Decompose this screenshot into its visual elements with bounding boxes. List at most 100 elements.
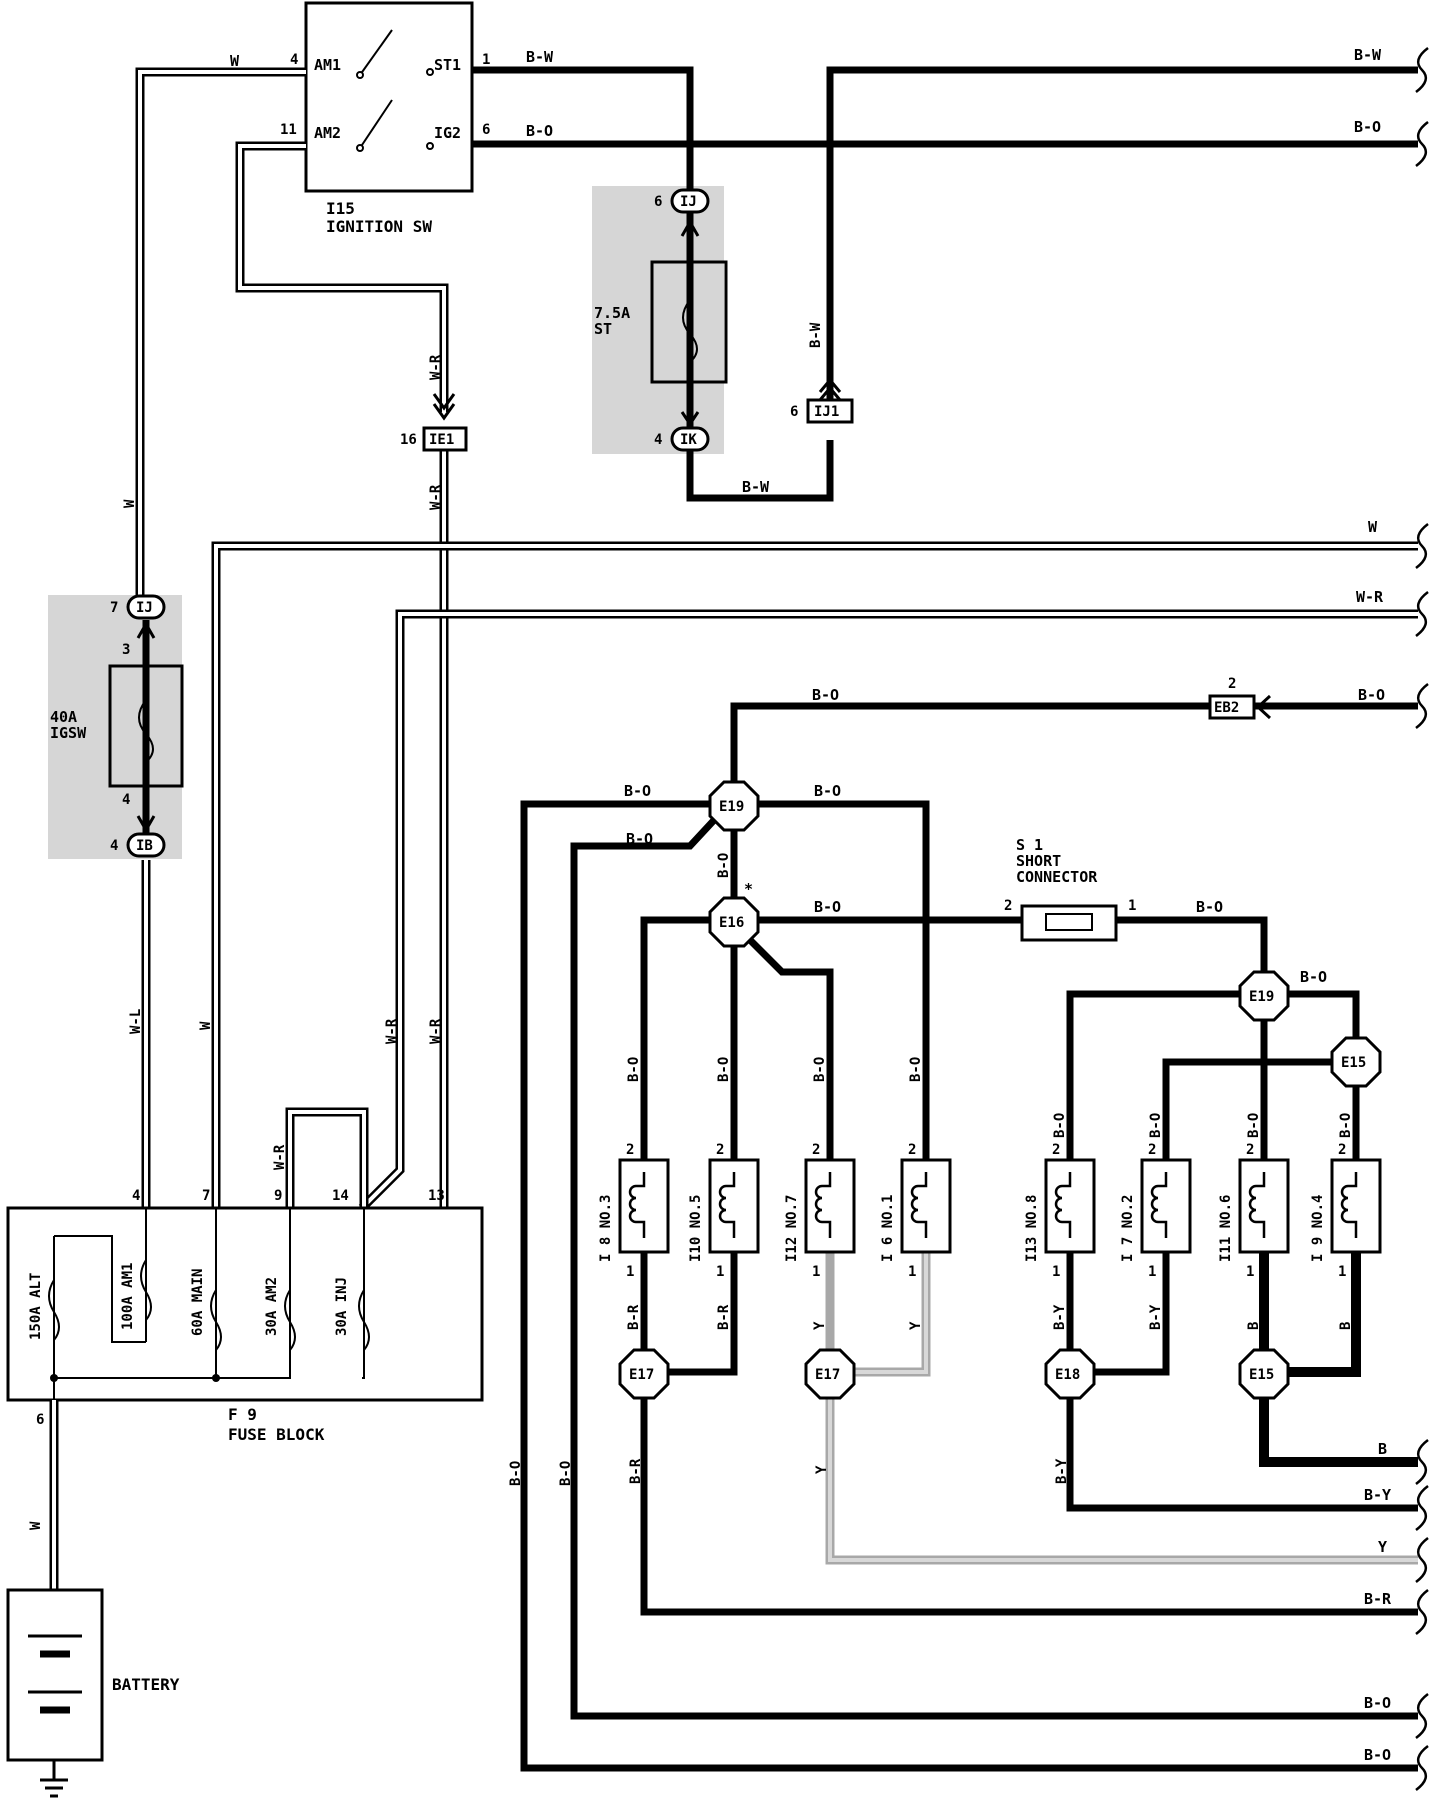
pin-6: 6 xyxy=(482,122,490,138)
svg-text:7: 7 xyxy=(110,600,118,616)
svg-text:7: 7 xyxy=(202,1188,210,1204)
svg-text:W: W xyxy=(1368,518,1378,536)
fuse-30a-am2: 30A AM2 xyxy=(264,1277,280,1336)
ignition-switch-name: IGNITION SW xyxy=(326,217,432,236)
svg-text:E15: E15 xyxy=(1341,1055,1366,1071)
injector-wire-bottom: Y xyxy=(812,1321,828,1330)
svg-text:IJ1: IJ1 xyxy=(814,404,839,420)
wire-break xyxy=(1415,1485,1429,1531)
svg-text:Y: Y xyxy=(814,1465,830,1474)
svg-text:W-L: W-L xyxy=(128,1009,144,1034)
wire-w-am1 xyxy=(135,67,306,600)
svg-text:B-O: B-O xyxy=(814,782,841,800)
svg-text:B: B xyxy=(1378,1440,1387,1458)
svg-text:W: W xyxy=(198,1021,214,1030)
svg-text:IE1: IE1 xyxy=(429,432,454,448)
svg-text:B-O: B-O xyxy=(1354,118,1381,136)
fuse-igsw-name: IGSW xyxy=(50,724,87,742)
svg-text:B-O: B-O xyxy=(626,830,653,848)
svg-text:B-O: B-O xyxy=(1364,1694,1391,1712)
connector-arrow xyxy=(680,411,700,427)
connector-arrow xyxy=(432,393,456,411)
short-connector: S 1 SHORT CONNECTOR 2 1 xyxy=(1004,836,1136,942)
fuse-block-ref: F 9 xyxy=(228,1405,257,1424)
fuse-st: 7.5A ST xyxy=(594,260,728,384)
st-fuse-area xyxy=(592,186,724,454)
wire-break xyxy=(1415,683,1429,729)
svg-text:B-O: B-O xyxy=(1300,968,1327,986)
wire-break xyxy=(1415,121,1429,167)
wire-br-out xyxy=(640,1392,1418,1616)
svg-text:6: 6 xyxy=(654,194,662,210)
svg-text:E19: E19 xyxy=(719,799,744,815)
svg-text:CONNECTOR: CONNECTOR xyxy=(1016,868,1098,886)
svg-text:1: 1 xyxy=(1128,898,1136,914)
wire-bo-outer xyxy=(520,800,1418,1772)
pin-1: 1 xyxy=(482,52,490,68)
terminal-am1: AM1 xyxy=(314,56,341,74)
svg-text:B-O: B-O xyxy=(558,1461,574,1486)
injector-label: I11 NO.6 xyxy=(1218,1195,1234,1262)
injector-wire-bottom: B xyxy=(1338,1322,1354,1330)
wire-break xyxy=(1415,47,1429,93)
wire-break xyxy=(1415,591,1429,637)
splice-e19-a: E19 xyxy=(708,780,760,832)
ignition-switch: AM1 AM2 ST1 IG2 4 11 1 6 I15 IGNITION SW xyxy=(280,1,490,236)
svg-text:IJ: IJ xyxy=(136,600,153,616)
svg-text:B-O: B-O xyxy=(1364,1746,1391,1764)
splice-e16: E16 xyxy=(708,896,760,948)
injector-pin-bottom: 1 xyxy=(626,1264,634,1280)
injector-wire-top: B-O xyxy=(1338,1113,1354,1138)
svg-text:13: 13 xyxy=(428,1188,445,1204)
svg-text:W-R: W-R xyxy=(428,1018,444,1044)
svg-text:B-O: B-O xyxy=(624,782,651,800)
svg-text:IB: IB xyxy=(136,838,153,854)
injector-wire-top: B-O xyxy=(812,1057,828,1082)
svg-text:E17: E17 xyxy=(629,1367,654,1383)
wire-break xyxy=(1415,1693,1429,1739)
fuse-igsw-pin-bottom: 4 xyxy=(122,792,130,808)
fuse-30a-inj: 30A INJ xyxy=(334,1277,350,1336)
fuse-igsw: 40A IGSW 3 4 xyxy=(50,642,184,808)
injector-wire-top: B-O xyxy=(716,1057,732,1082)
svg-text:W-R: W-R xyxy=(1356,588,1384,606)
injector-pin-top: 2 xyxy=(1148,1142,1156,1158)
connector-arrow xyxy=(136,620,156,639)
svg-text:B-Y: B-Y xyxy=(1054,1458,1070,1484)
svg-text:E17: E17 xyxy=(815,1367,840,1383)
injector-label: I13 NO.8 xyxy=(1024,1195,1040,1262)
svg-text:S 1: S 1 xyxy=(1016,836,1043,854)
injector-pin-bottom: 1 xyxy=(1052,1264,1060,1280)
splice-e19-b: E19 xyxy=(1238,970,1290,1022)
injector-wire-bottom: B-Y xyxy=(1148,1304,1164,1330)
svg-text:B-W: B-W xyxy=(526,48,554,66)
splice-e18: E18 xyxy=(1044,1348,1096,1400)
injector-wire-top: B-O xyxy=(1148,1113,1164,1138)
svg-text:W: W xyxy=(122,499,138,508)
wire-break xyxy=(1415,1589,1429,1635)
wire-break xyxy=(1415,1537,1429,1583)
splice-e17-b: E17 xyxy=(804,1348,856,1400)
wire-break-marks xyxy=(1415,47,1429,1791)
svg-text:IJ: IJ xyxy=(680,194,697,210)
wire-bo-inner xyxy=(570,815,1418,1720)
svg-text:SHORT: SHORT xyxy=(1016,852,1061,870)
connector-ib: IB 4 xyxy=(110,832,166,858)
injector-pin-bottom: 1 xyxy=(812,1264,820,1280)
wire-bw-out xyxy=(826,66,1418,410)
injector-pin-bottom: 1 xyxy=(1148,1264,1156,1280)
svg-text:E15: E15 xyxy=(1249,1367,1274,1383)
fuse-150a-alt: 150A ALT xyxy=(28,1273,44,1340)
terminal-am2: AM2 xyxy=(314,124,341,142)
injector-pin-top: 2 xyxy=(626,1142,634,1158)
igsw-fuse-area xyxy=(48,595,182,859)
svg-text:14: 14 xyxy=(332,1188,349,1204)
svg-text:W: W xyxy=(230,52,240,70)
svg-text:4: 4 xyxy=(654,432,662,448)
